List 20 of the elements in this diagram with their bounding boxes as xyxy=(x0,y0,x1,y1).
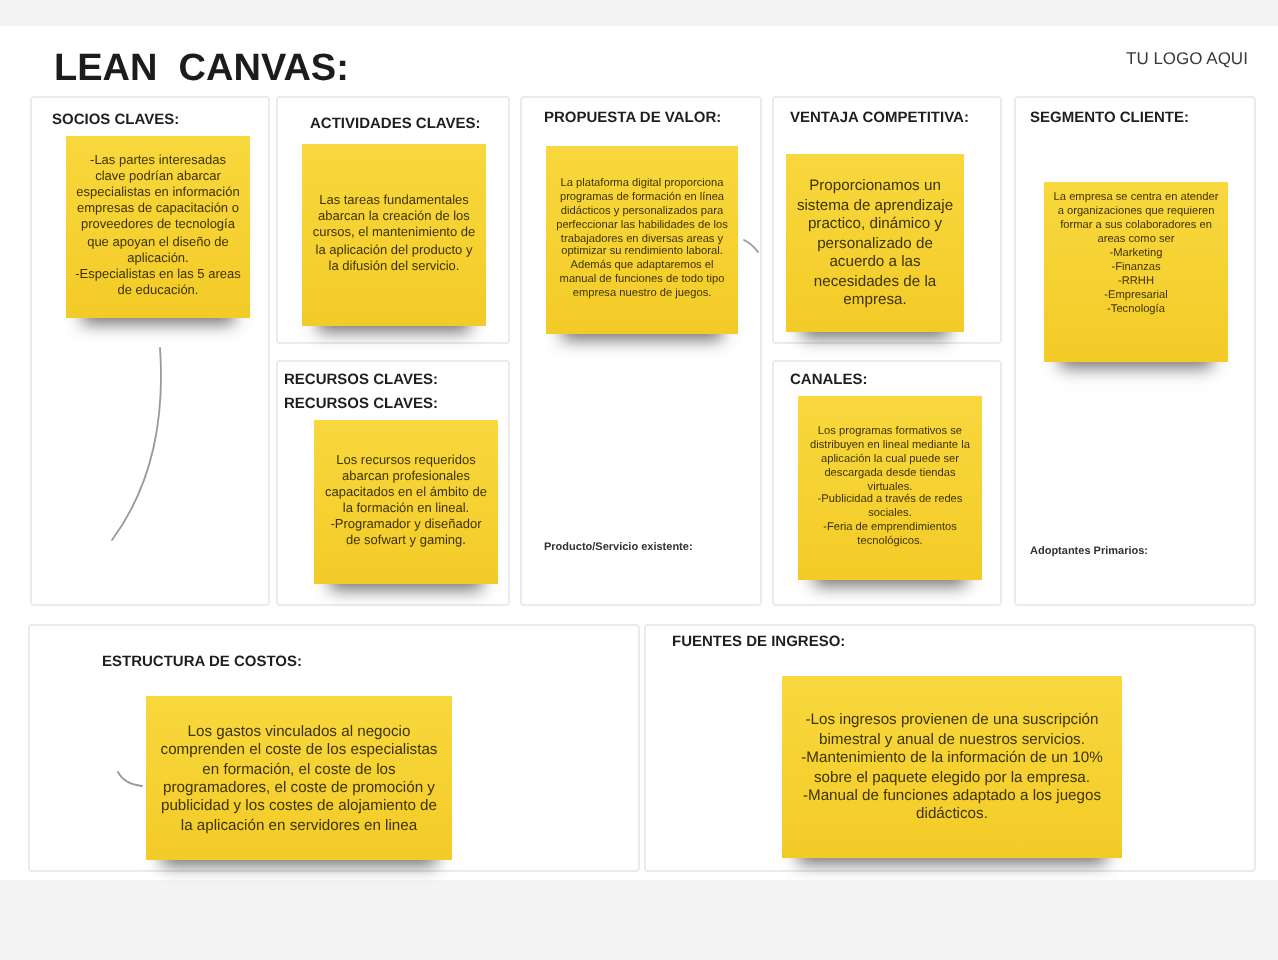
sticky-note xyxy=(782,676,1122,858)
sticky-note xyxy=(798,396,982,580)
sticky-note xyxy=(302,144,486,326)
canvas-section xyxy=(28,624,640,872)
sticky-note xyxy=(66,136,250,318)
page-title: LEAN CANVAS: xyxy=(54,50,349,88)
canvas-section xyxy=(644,624,1256,872)
sticky-note xyxy=(786,154,964,332)
canvas-section xyxy=(772,96,1002,344)
sticky-note xyxy=(314,420,498,584)
canvas-section xyxy=(520,96,762,606)
sticky-note xyxy=(1044,182,1228,362)
canvas-section xyxy=(30,96,270,606)
sticky-note xyxy=(146,696,452,860)
canvas-section xyxy=(276,360,510,606)
canvas-section xyxy=(1014,96,1256,606)
canvas-section xyxy=(276,96,510,344)
sticky-note xyxy=(546,146,738,334)
canvas-section xyxy=(772,360,1002,606)
placeholder-text: TU LOGO AQUI xyxy=(1126,48,1248,69)
